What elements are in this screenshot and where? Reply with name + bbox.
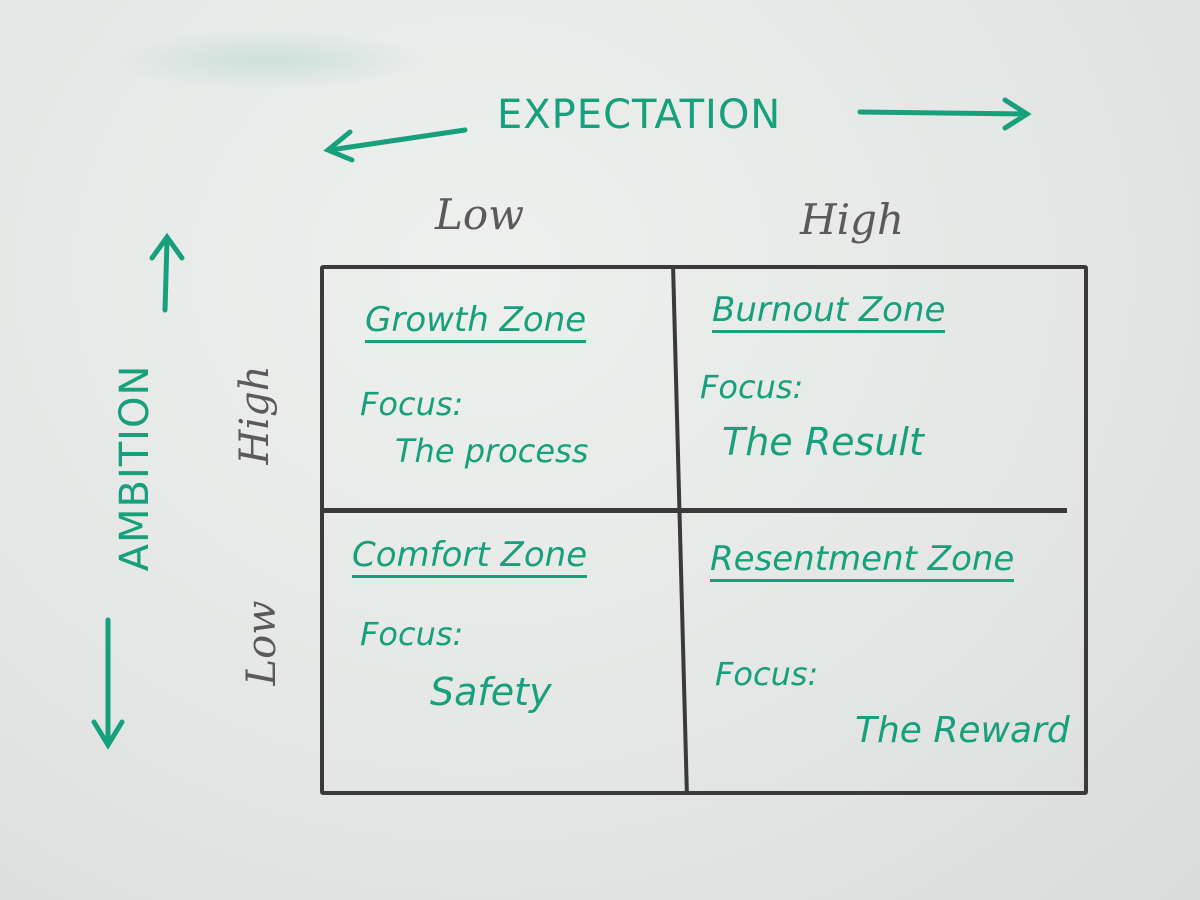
zone-text: Resentment Zone <box>710 539 1015 582</box>
comfort-focus-value: Safety <box>430 670 552 714</box>
growth-zone-title: Growth Zone <box>365 300 587 343</box>
growth-focus-value: The process <box>395 432 589 470</box>
y-axis-label: AMBITION <box>112 364 158 572</box>
zone-text: Growth Zone <box>365 300 587 343</box>
x-axis-label: EXPECTATION <box>497 92 782 138</box>
matrix-frame <box>320 265 1088 795</box>
up-arrow-icon <box>149 232 185 313</box>
right-arrow-icon <box>857 97 1032 131</box>
resentment-zone-title: Resentment Zone <box>710 535 1030 583</box>
y-high-label: High <box>232 365 278 465</box>
comfort-focus-label: Focus: <box>360 615 464 653</box>
resentment-focus-label: Focus: <box>715 655 819 693</box>
burnout-focus-label: Focus: <box>700 368 804 406</box>
burnout-zone-title: Burnout Zone <box>712 290 946 333</box>
zone-text: Comfort Zone <box>352 535 588 578</box>
left-arrow-icon <box>323 127 468 163</box>
comfort-zone-title: Comfort Zone <box>352 535 588 578</box>
x-high-label: High <box>800 195 904 244</box>
burnout-focus-value: The Result <box>722 420 924 464</box>
whiteboard-smudge <box>110 30 430 90</box>
down-arrow-icon <box>91 617 125 750</box>
horizontal-divider <box>322 508 1067 513</box>
resentment-focus-value: The Reward <box>855 710 1070 751</box>
y-low-label: Low <box>239 600 285 686</box>
zone-text: Burnout Zone <box>712 290 946 333</box>
x-low-label: Low <box>435 190 525 239</box>
growth-focus-label: Focus: <box>360 385 464 423</box>
